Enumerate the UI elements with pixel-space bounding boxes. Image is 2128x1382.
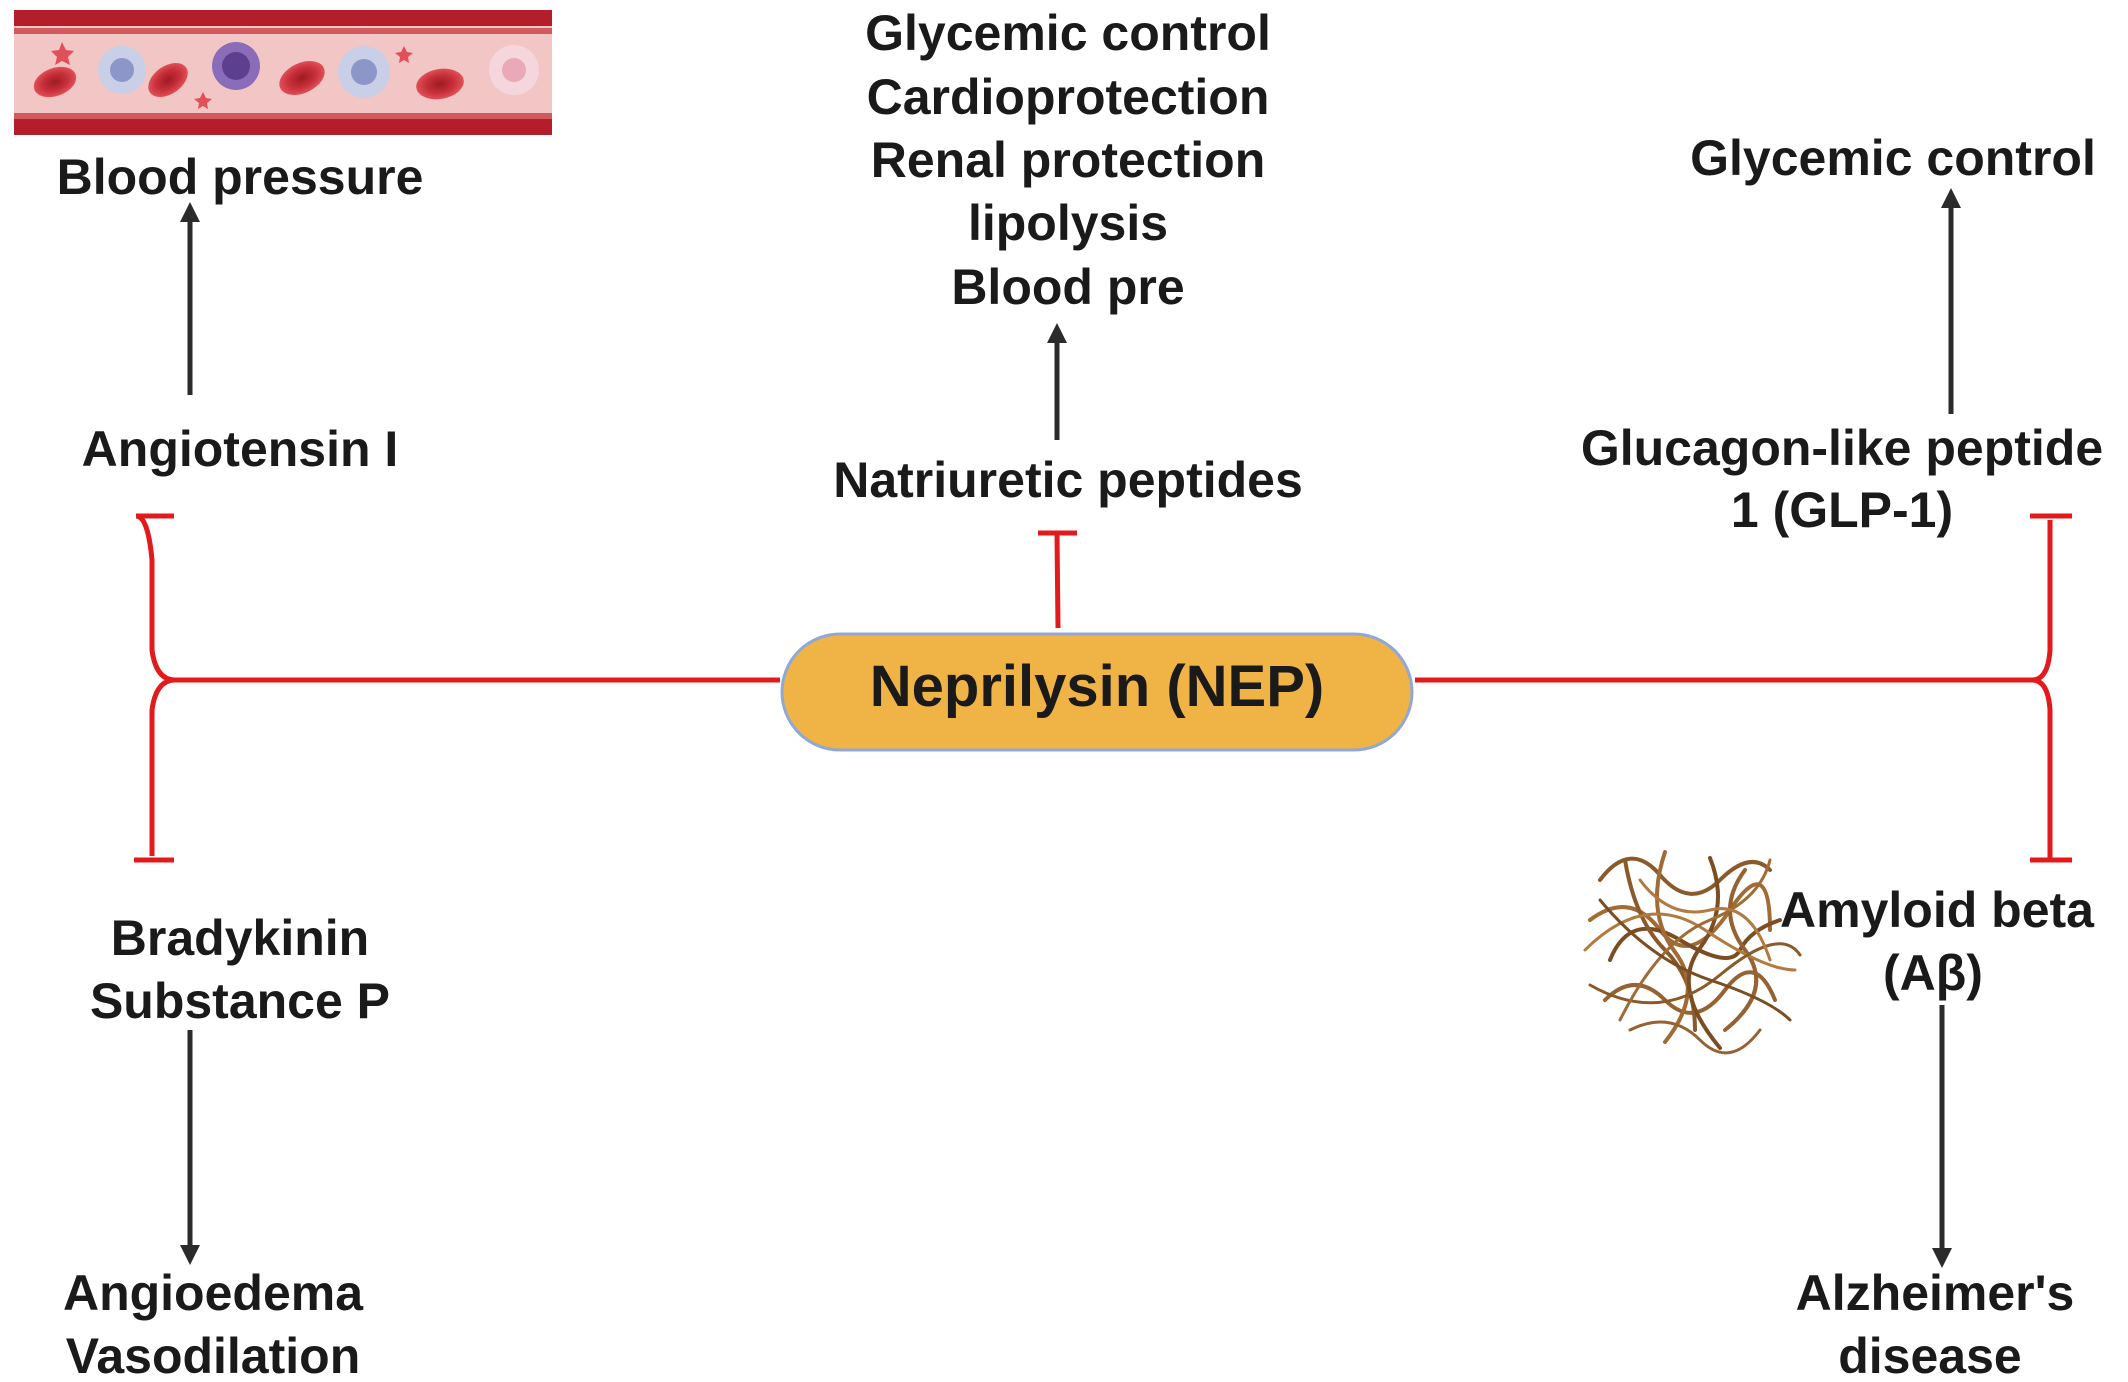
natriuretic-effect-2: Cardioprotection (867, 69, 1270, 125)
natriuretic-effect-4: lipolysis (968, 195, 1168, 251)
amyloid-beta-label: Amyloid beta (1780, 882, 2095, 938)
blood-pressure-label: Blood pressure (57, 149, 424, 205)
amyloid-fibril-icon (1583, 850, 1802, 1055)
amyloid-beta-abbrev-label: (Aβ) (1883, 945, 1983, 1001)
inhibition-network (134, 513, 2072, 863)
alzheimers-label-line1: Alzheimer's (1796, 1265, 2075, 1321)
glp1-label-line1: Glucagon-like peptide (1581, 420, 2103, 476)
natriuretic-effect-1: Glycemic control (865, 5, 1271, 61)
substance-p-label: Substance P (90, 973, 390, 1029)
vasodilation-label: Vasodilation (66, 1328, 361, 1382)
natriuretic-effect-3: Renal protection (871, 132, 1265, 188)
glp1-effect-label: Glycemic control (1690, 130, 2096, 186)
angioedema-label: Angioedema (63, 1265, 364, 1321)
alzheimers-label-line2: disease (1838, 1328, 2021, 1382)
neprilysin-node (780, 632, 1414, 752)
glp1-label-line2: 1 (GLP-1) (1731, 482, 1953, 538)
natriuretic-effect-5: Blood pre (951, 259, 1184, 315)
blood-vessel-icon (14, 10, 552, 135)
angiotensin-i-label: Angiotensin I (82, 421, 399, 477)
bradykinin-label: Bradykinin (111, 910, 369, 966)
neprilysin-label: Neprilysin (NEP) (870, 654, 1324, 719)
natriuretic-peptides-label: Natriuretic peptides (833, 452, 1303, 508)
